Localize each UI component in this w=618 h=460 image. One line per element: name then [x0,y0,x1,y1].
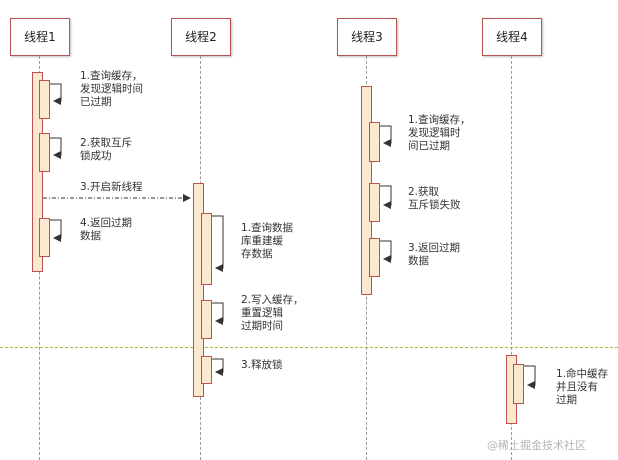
thread-3-message-3: 3.返回过期 数据 [408,242,461,267]
thread-3-self-call-1 [369,122,380,162]
thread-1-message-2: 2.获取互斥 锁成功 [80,137,133,162]
thread-1-message-3: 3.开启新线程 [80,181,143,193]
thread-2-self-call-2 [201,300,212,339]
thread-4-header: 线程4 [482,18,542,56]
watermark: @稀土掘金技术社区 [487,439,586,452]
thread-2-message-3: 3.释放锁 [241,359,283,371]
thread-3-self-call-3 [369,238,380,277]
thread-3-message-2: 2.获取 互斥锁失败 [408,186,461,211]
thread-1-self-call-1-arrow [41,83,62,105]
thread-2-message-2: 2.写入缓存， 重置逻辑 过期时间 [241,294,304,332]
thread-1-self-call-4-arrow [41,219,62,242]
thread-3-self-call-2 [369,183,380,222]
thread-3-header: 线程3 [337,18,397,56]
thread-4-self-call-1 [513,364,524,404]
thread-1-self-call-2-arrow [41,137,62,159]
thread-2-message-1: 1.查询数据 库重建缓 存数据 [241,222,294,260]
thread-3-self-call-3-arrow [371,240,392,263]
thread-2-header: 线程2 [171,18,231,56]
thread-1-header: 线程1 [10,18,70,56]
thread-2-self-call-3 [201,356,212,384]
thread-4-lifeline [511,56,512,460]
thread-1-self-call-4 [39,218,50,257]
thread-1-message-1: 1.查询缓存， 发现逻辑时间 已过期 [80,70,143,108]
thread-4-message-1: 1.命中缓存 并且没有 过期 [556,368,609,406]
thread-3-self-call-1-arrow [371,125,392,147]
thread-2-self-call-1 [201,213,212,285]
thread-1-message-4: 4.返回过期 数据 [80,217,133,242]
thread-1-self-call-2 [39,133,50,172]
time-separator-line [0,347,618,348]
thread-1-activation [32,72,43,272]
thread-2-self-call-3-arrow [203,358,224,376]
thread-2-self-call-2-arrow [203,302,224,325]
thread-2-self-call-1-arrow [203,215,224,272]
thread-2-activation [193,183,204,397]
thread-3-self-call-2-arrow [371,185,392,209]
thread-1-self-call-1 [39,80,50,119]
thread-3-message-1: 1.查询缓存， 发现逻辑时 间已过期 [408,114,471,152]
thread-4-self-call-1-arrow [515,365,536,389]
